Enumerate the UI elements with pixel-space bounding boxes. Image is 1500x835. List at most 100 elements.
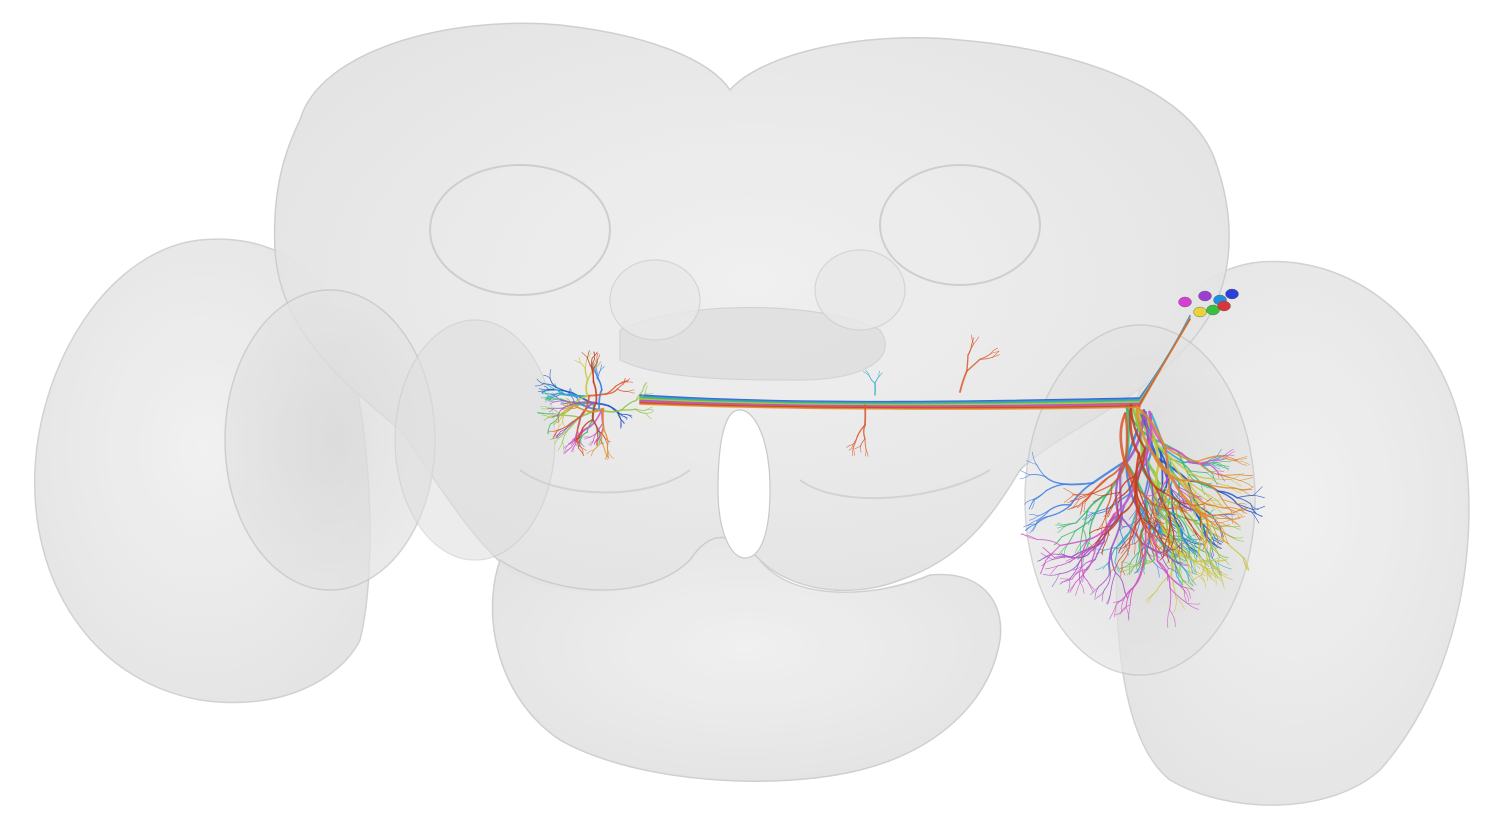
midline-branch <box>862 371 870 376</box>
right-arbor-branch <box>1135 405 1166 448</box>
right-arbor-branch <box>1156 498 1166 514</box>
left-arbor-branch <box>554 392 563 396</box>
right-arbor-branch <box>1192 575 1202 582</box>
left-arbor-branch <box>602 407 605 430</box>
right-arbor-branch <box>1122 535 1134 546</box>
right-arbor-branch <box>1140 516 1143 526</box>
right-arbor-branch <box>1029 524 1036 534</box>
left-arbor-branch <box>590 440 594 447</box>
right-arbor-branch <box>1072 498 1081 509</box>
right-arbor-branch <box>1119 493 1131 522</box>
left-arbor-branch <box>543 375 551 379</box>
right-arbor-branch <box>1187 532 1196 549</box>
axon-fiber <box>639 399 1141 407</box>
right-arbor-branch <box>1095 536 1104 543</box>
left-arbor-branch <box>642 382 647 392</box>
right-arbor-branch <box>1041 559 1053 567</box>
left-arbor-branch <box>616 388 628 392</box>
right-arbor-branch <box>1239 477 1253 481</box>
right-arbor-branch <box>1079 582 1085 594</box>
left-arbor-branch <box>549 369 552 379</box>
midline-branch <box>851 446 854 456</box>
right-arbor-branch <box>1227 485 1242 494</box>
right-arbor-branch <box>1117 495 1122 515</box>
right-arbor-branch <box>1058 563 1079 575</box>
right-arbor-branch <box>1063 487 1075 495</box>
right-arbor-branch <box>1097 526 1111 530</box>
right-arbor-branch <box>1208 556 1219 572</box>
right-arbor-branch <box>1188 551 1193 564</box>
right-arbor-branch <box>1230 546 1245 559</box>
right-arbor-branch <box>1241 489 1253 491</box>
right-arbor-branch <box>1236 503 1253 510</box>
right-arbor-branch <box>1051 573 1060 587</box>
left-arbor-branch <box>596 432 602 440</box>
dorsal-branch <box>990 351 1000 354</box>
left-arbor-branch <box>592 358 595 370</box>
right-arbor-branch <box>1191 559 1209 564</box>
right-arbor-branch <box>1201 532 1208 560</box>
left-arbor-branch <box>556 425 568 431</box>
left-arbor-branch <box>555 431 561 438</box>
right-arbor-branch <box>1215 561 1232 570</box>
cell-body <box>1193 306 1207 318</box>
right-arbor-branch <box>1104 572 1111 590</box>
left-arbor-branch <box>541 396 549 399</box>
right-arbor-branch <box>1090 529 1099 534</box>
right-arbor-branch <box>1069 563 1079 580</box>
right-arbor-branch <box>1153 543 1160 550</box>
left-arbor-branch <box>594 359 597 364</box>
right-arbor-branch <box>1080 536 1091 549</box>
right-arbor-branch <box>1037 509 1051 517</box>
right-arbor-branch <box>1147 538 1149 547</box>
axon-fiber <box>639 403 1141 410</box>
right-arbor-branch <box>1160 500 1163 510</box>
right-arbor-branch <box>1239 474 1253 477</box>
right-arbor-branch <box>1251 511 1260 524</box>
right-arbor-branch <box>1173 596 1177 613</box>
right-arbor-branch <box>1118 565 1135 573</box>
right-arbor-branch <box>1065 482 1094 486</box>
right-arbor-branch <box>1194 547 1198 561</box>
left-arbor-branch <box>544 397 552 400</box>
right-arbor-branch <box>1175 554 1179 566</box>
right-arbor-branch <box>1067 578 1071 592</box>
right-arbor-branch <box>1120 475 1136 497</box>
right-arbor-branch <box>1195 515 1209 521</box>
right-arbor-branch <box>1202 502 1209 526</box>
right-arbor-branch <box>1241 486 1254 490</box>
right-arbor-branch <box>1135 487 1154 505</box>
right-arbor-branch <box>1194 491 1209 502</box>
right-arbor-branch <box>1088 540 1099 549</box>
left-arbor-branch <box>574 359 581 363</box>
left-arbor-branch <box>536 412 547 415</box>
left-arbor-branch <box>584 367 589 381</box>
right-arbor-branch <box>1137 452 1158 490</box>
right-arbor-branch <box>1023 523 1037 528</box>
left-arbor-branch <box>596 439 599 446</box>
right-arbor-branch <box>1170 555 1172 567</box>
right-arbor-branch <box>1190 556 1201 569</box>
right-arbor-branch <box>1178 488 1190 498</box>
left-arbor-branch <box>594 439 597 445</box>
right-arbor-branch <box>1118 546 1130 562</box>
right-arbor-branch <box>1236 503 1247 505</box>
left-arbor-branch <box>645 411 654 414</box>
right-arbor-branch <box>1136 407 1164 451</box>
left-arbor-branch <box>635 390 644 401</box>
right-arbor-branch <box>1178 520 1183 535</box>
right-arbor-branch <box>1207 541 1220 557</box>
right-arbor-branch <box>1220 524 1231 527</box>
right-arbor-branch <box>1082 510 1089 530</box>
right-arbor-branch <box>1195 530 1203 542</box>
left-arbor-branch <box>556 412 563 421</box>
right-arbor-branch <box>1176 546 1180 558</box>
right-arbor-branch <box>1159 533 1168 538</box>
left-arbor-branch <box>578 357 581 363</box>
right-arbor-branch <box>1181 580 1186 594</box>
right-arbor-branch <box>1185 541 1197 549</box>
right-arbor-branch <box>1112 492 1121 507</box>
left-arbor-branch <box>586 449 595 455</box>
right-arbor-branch <box>1175 596 1185 610</box>
right-arbor-branch <box>1033 490 1047 500</box>
